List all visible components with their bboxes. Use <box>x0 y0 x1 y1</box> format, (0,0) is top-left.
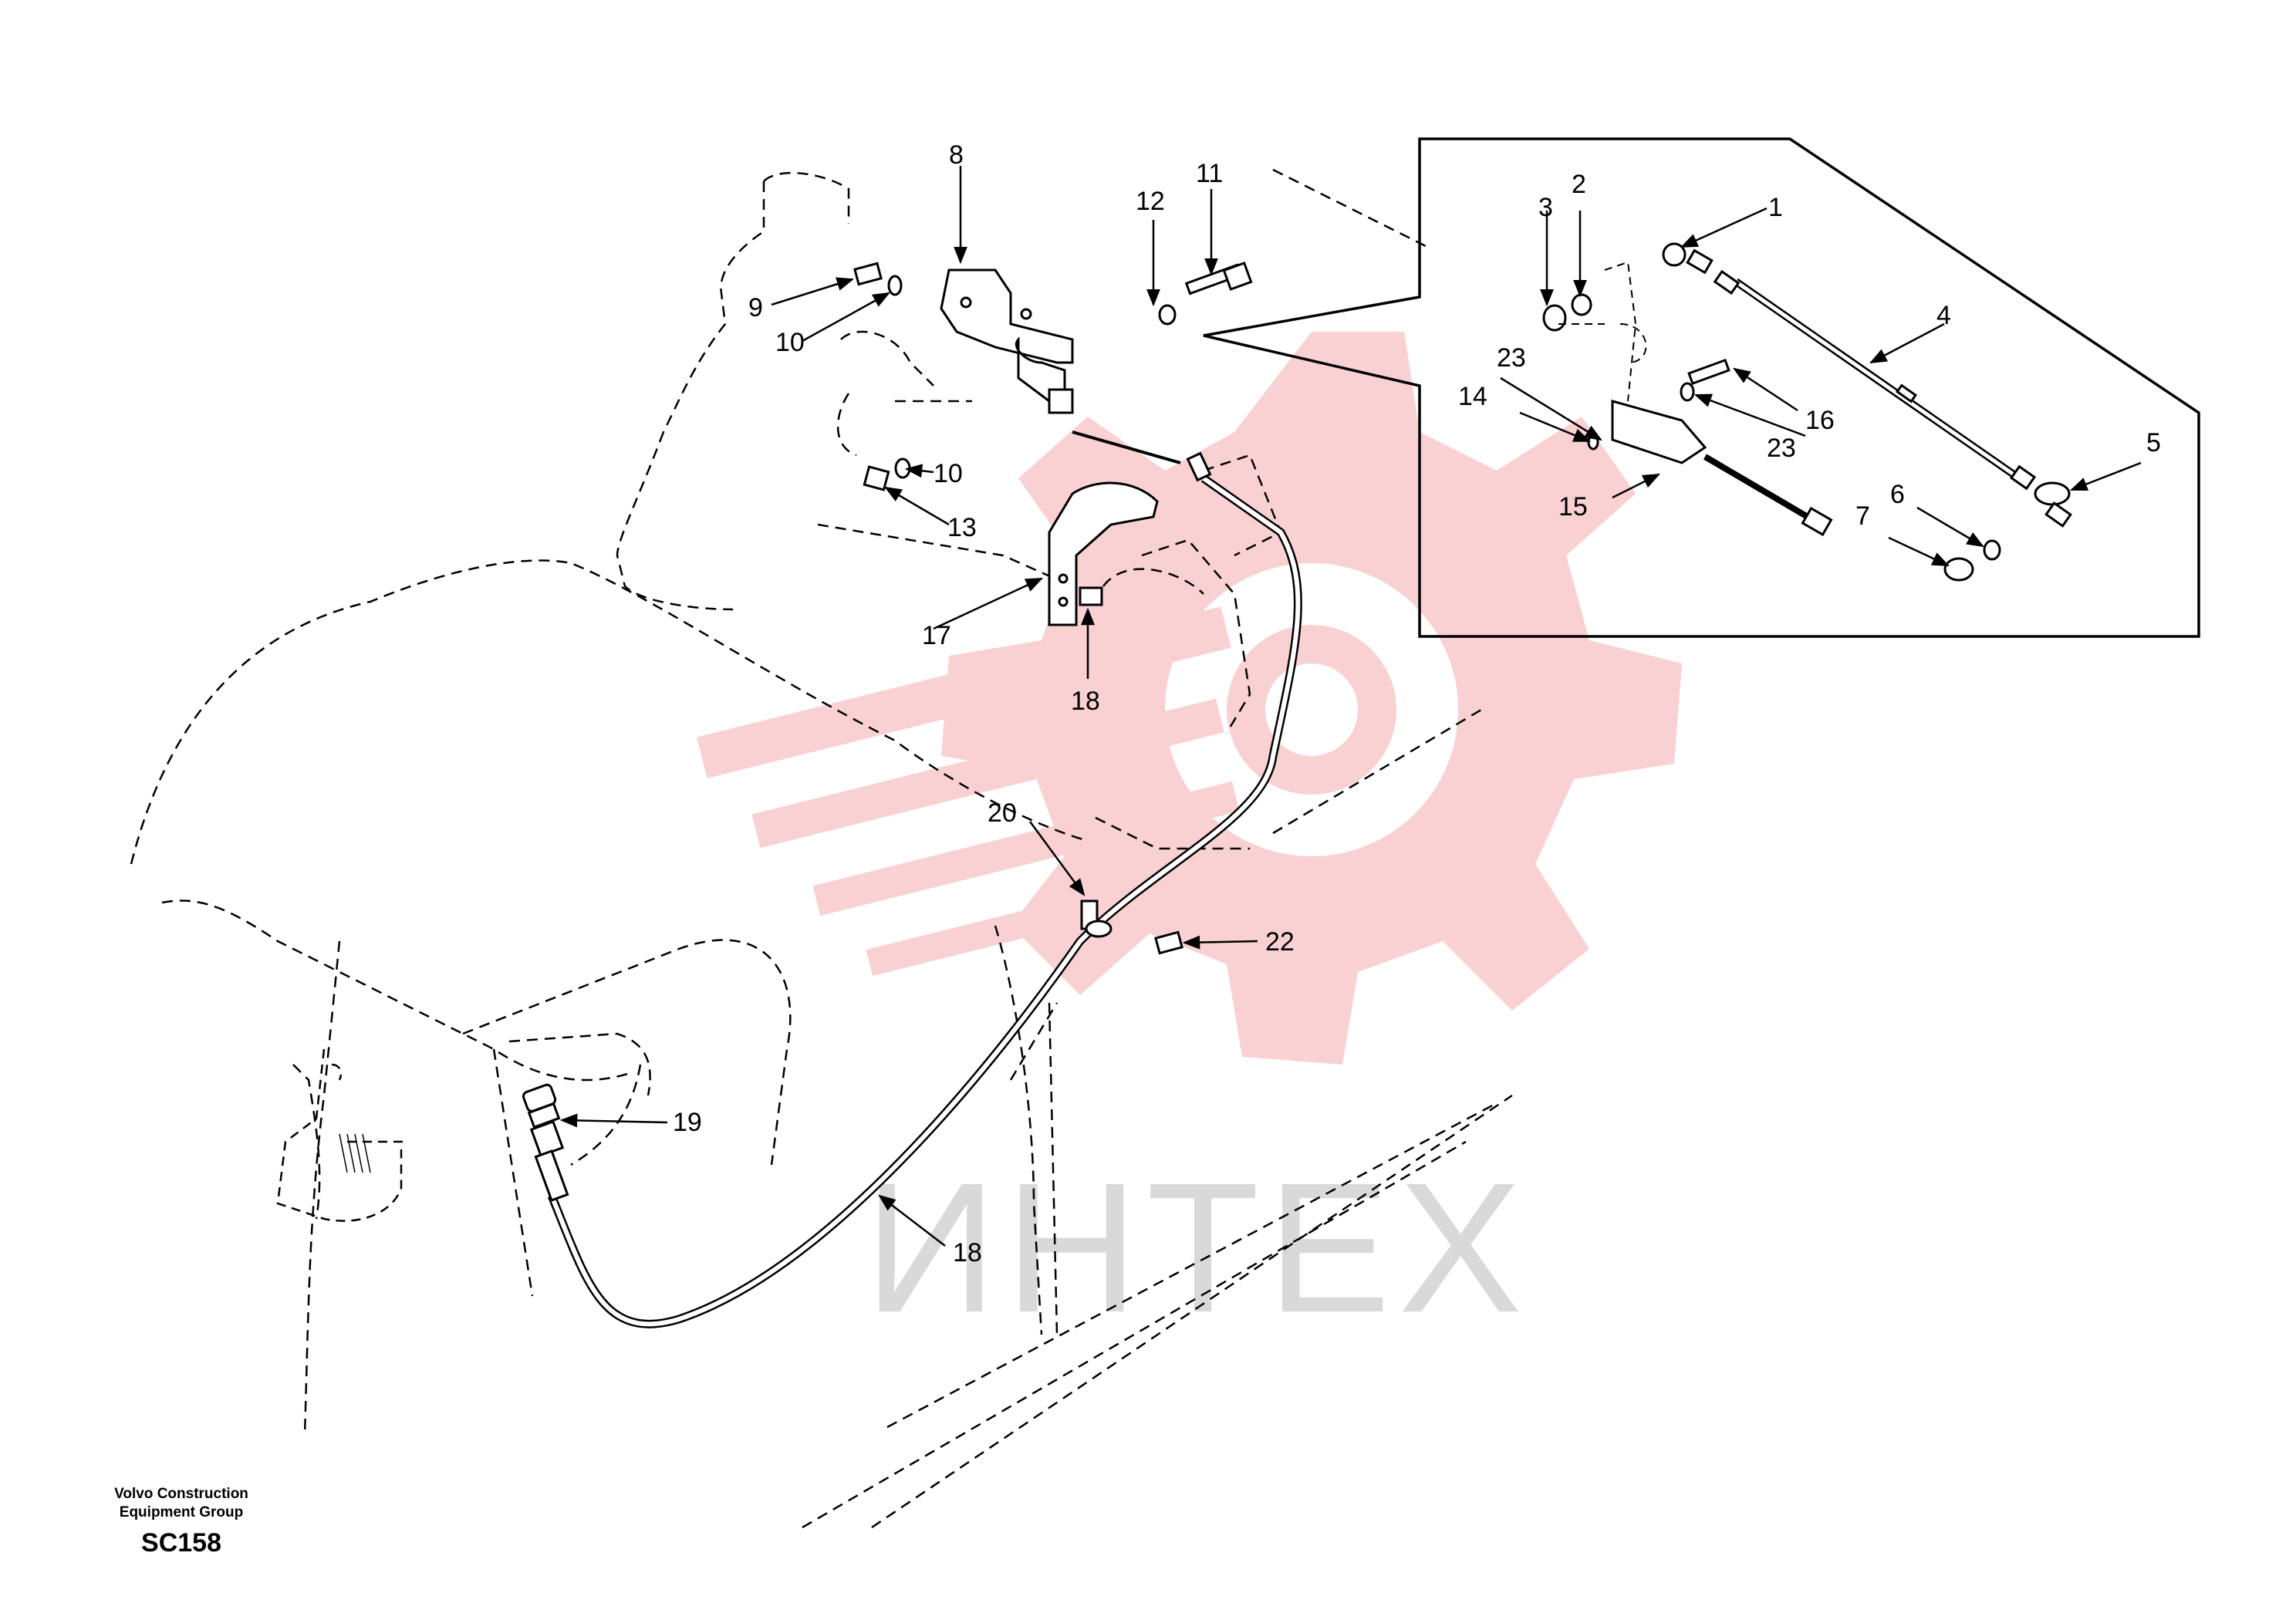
callout-22: 22 <box>1265 927 1295 957</box>
callout-4: 4 <box>1936 301 1951 330</box>
callout-16: 16 <box>1805 406 1835 435</box>
lever-grid <box>339 1133 371 1173</box>
throttle-cable <box>547 430 1302 1328</box>
callout-8: 8 <box>949 140 964 170</box>
callout-1: 1 <box>1768 193 1783 222</box>
callout-7: 7 <box>1855 501 1870 531</box>
callout-13: 13 <box>947 513 977 542</box>
callout-12: 12 <box>1136 187 1165 216</box>
callout-labels: 8 9 10 10 11 12 13 17 18 20 22 19 18 1 2… <box>673 140 2161 1267</box>
machine-outline <box>130 168 1513 1529</box>
callout-6: 6 <box>1890 480 1905 509</box>
callout-10: 10 <box>775 328 805 357</box>
watermark-text: ИНТЕХ <box>864 1144 1530 1351</box>
callout-23a: 23 <box>1497 343 1526 373</box>
callout-20: 19 <box>673 1108 702 1137</box>
inset-rod-assembly <box>1542 242 2072 582</box>
callout-10b: 10 <box>934 459 963 488</box>
callout-17: 17 <box>922 621 951 650</box>
footer-block: Volvo Construction Equipment Group SC158 <box>85 1485 278 1558</box>
callout-14: 14 <box>1458 382 1487 411</box>
callout-18: 18 <box>1071 687 1100 716</box>
cable-clamp <box>1080 899 1113 938</box>
callout-5: 5 <box>2146 428 2161 457</box>
callout-19: 18 <box>953 1238 982 1267</box>
throttle-knob <box>522 1083 569 1202</box>
callout-21: 20 <box>988 798 1017 828</box>
footer-org-line1: Volvo Construction <box>114 1486 248 1502</box>
callout-3: 3 <box>1538 193 1553 222</box>
bracket-8 <box>940 268 1074 414</box>
watermark-logo <box>697 332 1682 1065</box>
footer-diagram-code: SC158 <box>141 1528 221 1558</box>
callout-2: 2 <box>1572 170 1586 199</box>
bracket-17 <box>1048 481 1159 626</box>
footer-org-line2: Equipment Group <box>119 1504 244 1520</box>
leader-lines <box>559 166 2142 1247</box>
callout-15: 15 <box>1558 492 1588 521</box>
callout-9: 9 <box>748 293 763 322</box>
control-lever <box>276 1048 409 1222</box>
detail-inset-frame <box>1203 137 2200 638</box>
inset-hidden-lines <box>1558 261 1647 402</box>
callout-23b: 23 <box>1767 434 1796 463</box>
callout-11: 11 <box>1196 159 1223 188</box>
